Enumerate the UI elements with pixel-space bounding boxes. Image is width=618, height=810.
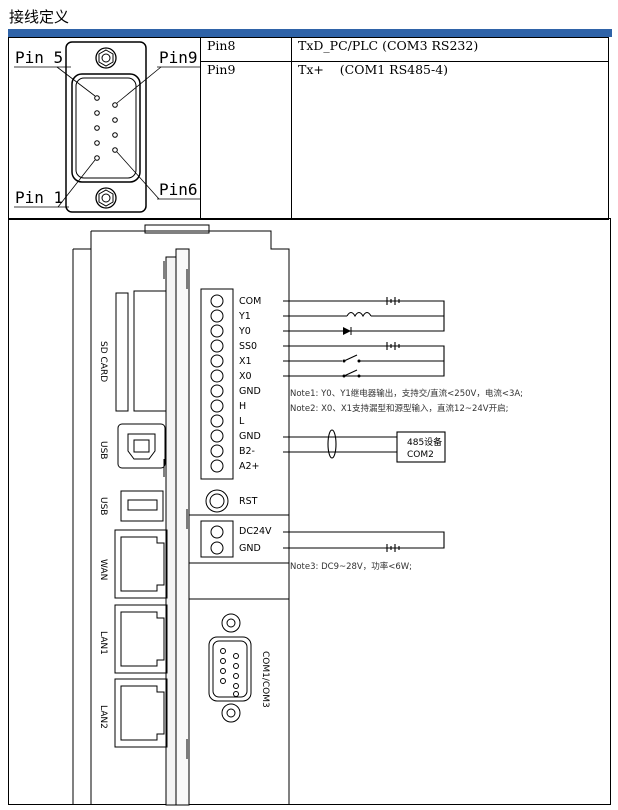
terminal-screw (210, 399, 224, 413)
terminal-screw (210, 339, 224, 353)
terminal-label: Y1 (238, 311, 251, 322)
lan1-label: LAN1 (98, 631, 108, 655)
terminal-label: A2+ (239, 461, 260, 472)
pin6-label: Pin6 (159, 180, 198, 199)
terminal-screw (210, 414, 224, 428)
terminal-screw (210, 459, 224, 473)
title-bar (8, 29, 612, 37)
terminal-screw (210, 294, 224, 308)
rs485-box-line1: 485设备 (407, 436, 442, 448)
note2: Note2: X0、X1支持漏型和源型输入，直流12~24V开启; (290, 403, 509, 414)
table-row: Pin 5 Pin9 Pin 1 Pin6 Pin8 TxD_PC/PLC (C… (8, 37, 609, 220)
pin9-label: Pin9 (159, 48, 198, 67)
terminal-screw (210, 429, 224, 443)
terminal-screw (210, 309, 224, 323)
terminal-screw (210, 369, 224, 383)
desc-cell: TxD_PC/PLC (COM3 RS232) (291, 37, 609, 62)
terminal-label: Y0 (238, 326, 251, 337)
section-title: 接线定义 (9, 8, 70, 26)
terminal-label: X0 (239, 371, 252, 382)
power-label: DC24V (239, 526, 272, 537)
terminal-label: SS0 (239, 341, 257, 352)
desc-cell: Tx+ (COM1 RS485-4) (291, 60, 609, 221)
wiring-diagram-svg: SD CARD USB USB WAN LAN1 LAN2 COM Y1Y0SS0… (72, 224, 523, 806)
note1: Note1: Y0、Y1继电器输出，支持交/直流<250V，电流<3A; (290, 388, 523, 399)
terminal-screw (210, 444, 224, 458)
terminal-screw (210, 384, 224, 398)
com-port-label: COM1/COM3 (260, 651, 270, 708)
pin-cell: Pin9 (200, 60, 292, 221)
pin5-label: Pin 5 (15, 48, 63, 67)
terminal-label: H (239, 401, 246, 412)
power-label: GND (239, 543, 261, 554)
sd-card-label: SD CARD (98, 341, 108, 382)
terminal-label: GND (239, 386, 261, 397)
table-row: Pin9 Tx+ (COM1 RS485-4) (9, 60, 609, 221)
wan-label: WAN (98, 559, 108, 580)
usb-label: USB (98, 441, 108, 459)
rst-label: RST (239, 496, 258, 507)
pin-cell: Pin8 (200, 37, 292, 62)
terminal-screw (210, 324, 224, 338)
rs485-box-line2: COM2 (407, 450, 434, 460)
terminal-label: L (239, 416, 245, 427)
pin-table: Pin 5 Pin9 Pin 1 Pin6 Pin8 TxD_PC/PLC (C… (8, 37, 609, 221)
terminal-label: B2- (239, 446, 255, 457)
terminal-label: GND (239, 431, 261, 442)
usb-label: USB (98, 497, 108, 515)
lan2-label: LAN2 (98, 705, 108, 729)
terminal-screw (210, 354, 224, 368)
diode-icon (343, 327, 351, 335)
pin1-label: Pin 1 (15, 188, 63, 207)
terminal-label: COM (239, 296, 261, 307)
note3: Note3: DC9~28V，功率<6W; (290, 561, 412, 572)
db9-connector-drawing: Pin 5 Pin9 Pin 1 Pin6 (14, 41, 200, 213)
connector-cell: Pin 5 Pin9 Pin 1 Pin6 (8, 37, 201, 220)
terminal-label: X1 (239, 356, 252, 367)
